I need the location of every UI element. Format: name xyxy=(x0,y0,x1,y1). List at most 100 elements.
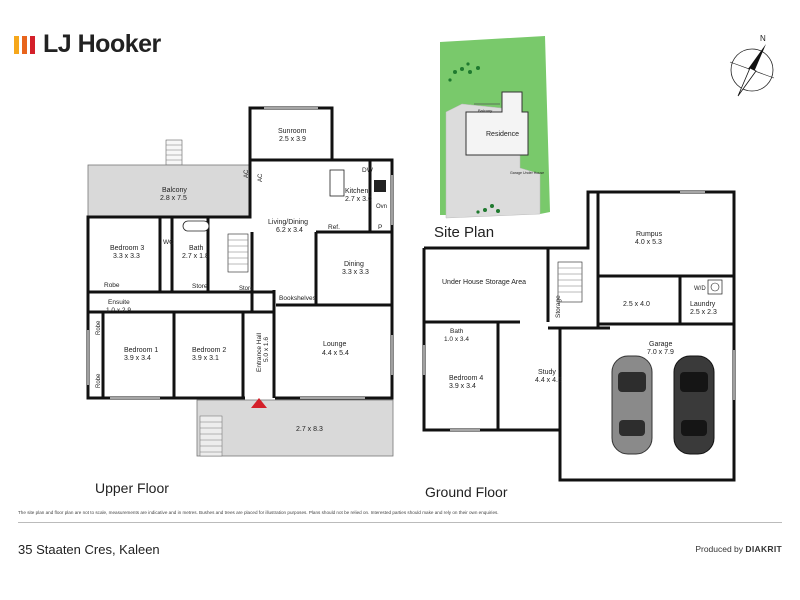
ground-floor-title: Ground Floor xyxy=(425,484,508,500)
room-name: Bedroom 1 xyxy=(124,347,158,354)
pantry-label: P xyxy=(378,224,382,231)
dishwasher-label: DW xyxy=(362,167,374,174)
property-address: 35 Staaten Cres, Kaleen xyxy=(18,542,160,557)
store-label: Store xyxy=(192,283,208,290)
storage-label: Storage xyxy=(555,295,562,318)
room-dims: 2.7 x 8.3 xyxy=(296,426,323,433)
room-dims: 2.7 x 3.0 xyxy=(345,196,372,203)
upper-stair-treads xyxy=(228,239,248,265)
room-name: Balcony xyxy=(162,187,187,194)
ground-floor: Rumpus 4.0 x 5.3 Under House Storage Are… xyxy=(422,190,736,500)
room-name: Bath xyxy=(450,328,464,335)
tree xyxy=(496,209,500,213)
tree xyxy=(460,67,464,71)
tree-cluster xyxy=(448,62,500,214)
tree xyxy=(476,210,480,214)
ac-label: AC xyxy=(244,169,250,178)
washer-dryer-label: W/D xyxy=(694,286,706,292)
ground-stair-treads xyxy=(558,267,582,293)
divider xyxy=(18,522,782,523)
cooktop xyxy=(374,180,386,192)
site-plan-title: Site Plan xyxy=(434,224,494,241)
upper-stairs xyxy=(227,233,249,273)
site-residence-label: Residence xyxy=(486,131,519,138)
deck-stair-treads xyxy=(200,421,222,453)
compass-ring xyxy=(730,48,774,92)
disclaimer: The site plan and floor plan are not to … xyxy=(18,510,499,515)
room-name: Bath xyxy=(189,245,204,252)
front-deck xyxy=(196,399,394,457)
room-dims: 2.7 x 1.8 xyxy=(182,253,209,260)
ref-label: Ref. xyxy=(328,224,340,231)
tree xyxy=(468,70,472,74)
robe-label: Robe xyxy=(96,320,102,335)
ground-stairs xyxy=(557,261,583,303)
upper-floor: Sunroom 2.5 x 3.9 Balcony 2.8 x 7.5 Kitc… xyxy=(86,106,394,496)
room-dims: 3.3 x 3.3 xyxy=(342,269,369,276)
room-name: Dining xyxy=(344,261,364,268)
producer-credit: Produced by DIAKRIT xyxy=(695,544,782,554)
room-dims: 5.0 x 1.6 xyxy=(263,337,270,362)
compass-needle-south xyxy=(737,67,757,97)
room-dims: 2.5 x 3.9 xyxy=(279,136,306,143)
logo-bar xyxy=(22,35,27,54)
bookshelves-label: Bookshelves xyxy=(279,295,317,302)
room-dims: 1.0 x 3.4 xyxy=(444,336,469,343)
upper-bathtub xyxy=(182,220,210,232)
wc-label: WC xyxy=(163,239,174,246)
room-name: Lounge xyxy=(323,341,346,348)
room-name: Rumpus xyxy=(636,231,663,238)
lawn xyxy=(440,36,550,215)
store-label: Store xyxy=(239,286,254,292)
stair-treads xyxy=(166,144,182,161)
room-dims: 4.4 x 5.4 xyxy=(322,350,349,357)
tree xyxy=(490,204,494,208)
upper-walls xyxy=(86,106,394,400)
upper-windows xyxy=(87,107,393,399)
compass-needle-north xyxy=(748,44,766,72)
room-dims: 4.4 x 4.5 xyxy=(535,377,562,384)
room-name: Study xyxy=(538,369,556,376)
room-name: Under House Storage Area xyxy=(442,279,526,286)
room-name: Garage xyxy=(649,341,672,348)
tree xyxy=(483,208,487,212)
upper-floor-title: Upper Floor xyxy=(95,480,169,496)
washing-machine xyxy=(707,279,723,295)
room-dims: 1.0 x 2.9 xyxy=(106,307,131,314)
north-compass: N xyxy=(729,34,775,97)
room-dims: 6.2 x 3.4 xyxy=(276,227,303,234)
logo-mark xyxy=(14,35,35,54)
robe-label: Robe xyxy=(96,373,102,388)
brand-logo: LJ Hooker xyxy=(14,30,161,59)
tree xyxy=(466,62,470,66)
room-dims: 2.5 x 2.3 xyxy=(690,309,717,316)
room-name: Bedroom 2 xyxy=(192,347,226,354)
compass-north-label: N xyxy=(760,34,766,43)
room-dims: 3.3 x 3.3 xyxy=(113,253,140,260)
site-balcony-label: Balcony xyxy=(478,108,492,113)
room-name: Bedroom 4 xyxy=(449,375,483,382)
tree xyxy=(453,70,457,74)
producer-prefix: Produced by xyxy=(695,544,744,554)
room-name: Kitchen xyxy=(345,188,368,195)
room-dims: 4.0 x 5.3 xyxy=(635,239,662,246)
room-name: Bedroom 3 xyxy=(110,245,144,252)
site-plan: Balcony Residence Garage Under House Sit… xyxy=(434,36,550,241)
site-garage-label: Garage Under House xyxy=(510,171,544,175)
room-name: Entrance Hall xyxy=(256,332,263,372)
kitchen-island xyxy=(329,169,345,197)
tree xyxy=(476,66,480,70)
entrance-marker[interactable] xyxy=(251,398,267,408)
logo-bar xyxy=(14,35,19,54)
car-right xyxy=(673,355,715,455)
washer-drum xyxy=(710,282,720,292)
residence-footprint xyxy=(465,91,529,156)
room-dims: 3.9 x 3.1 xyxy=(192,355,219,362)
room-dims: 2.8 x 7.5 xyxy=(160,195,187,202)
balcony-stairs xyxy=(165,139,183,166)
oven-label: Ovn xyxy=(376,204,387,210)
room-dims: 3.9 x 3.4 xyxy=(124,355,151,362)
producer-name: DIAKRIT xyxy=(745,544,782,554)
ac-label: AC xyxy=(258,173,264,182)
